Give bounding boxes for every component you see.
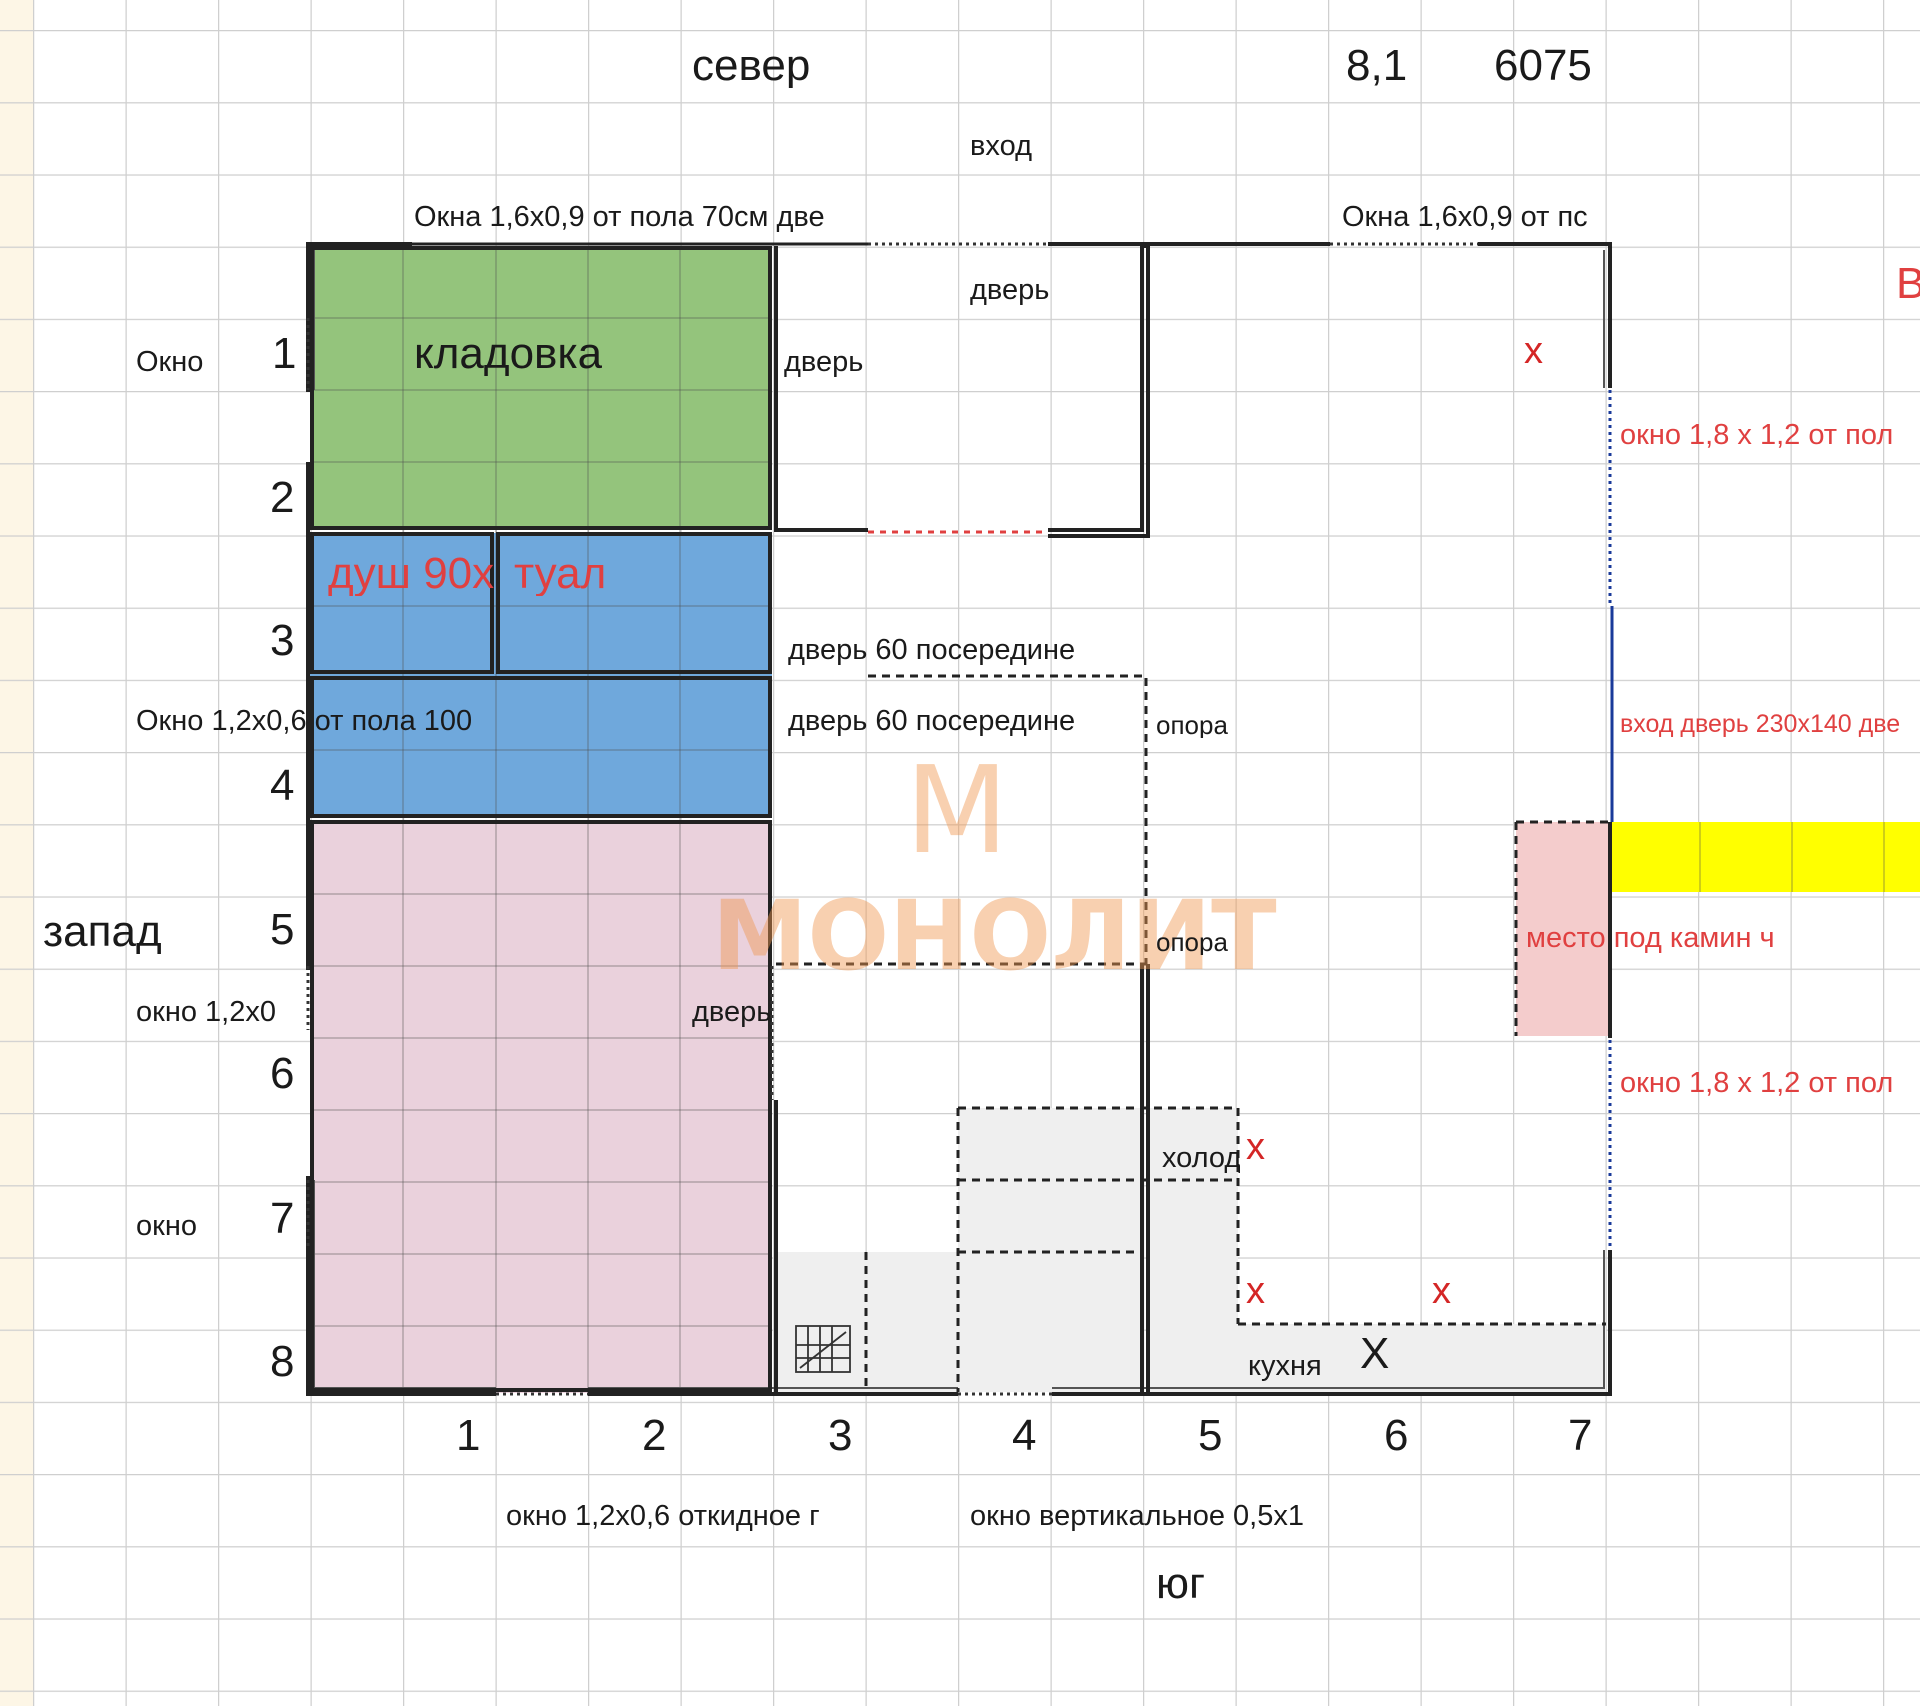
col-label-3: 3 — [828, 1414, 853, 1458]
dotted-openings — [306, 242, 1612, 1396]
col-label-7: 7 — [1568, 1414, 1593, 1458]
col-label-5: 5 — [1198, 1414, 1223, 1458]
support-label-1: опора — [1156, 712, 1228, 738]
window-east-1-label: окно 1,8 х 1,2 от пол — [1620, 421, 1894, 450]
stairs-icon — [795, 1325, 851, 1373]
bedroom-zone — [310, 822, 772, 1393]
window-south-2-label: окно вертикальное 0,5х1 — [970, 1502, 1304, 1531]
kitchen-zone-c — [1148, 1108, 1238, 1392]
window-west-6-label: окно 1,2х0 — [136, 998, 276, 1027]
room-toilet: туал — [514, 552, 607, 596]
window-south-1-label: окно 1,2х0,6 откидное г — [506, 1502, 820, 1531]
area-label: 6075 — [1494, 44, 1592, 88]
bathroom-zone — [310, 533, 772, 816]
cut-letter: В — [1896, 262, 1920, 306]
col-label-1: 1 — [456, 1414, 481, 1458]
row-label-3: 3 — [270, 619, 295, 663]
x-mark: х — [1432, 1272, 1451, 1310]
row-label-7: 7 — [270, 1197, 295, 1241]
x-mark-large: Х — [1360, 1332, 1390, 1376]
interior-walls — [310, 244, 1150, 1392]
fireplace-label: место под камин ч — [1526, 924, 1775, 953]
col-label-6: 6 — [1384, 1414, 1409, 1458]
col-label-2: 2 — [642, 1414, 667, 1458]
north-label: север — [692, 44, 811, 88]
outer-walls — [306, 242, 1612, 1396]
row-label-8: 8 — [270, 1340, 295, 1384]
dashed-partitions — [776, 674, 1610, 1392]
entrance-label: вход — [970, 132, 1032, 161]
yellow-bar — [1610, 822, 1920, 892]
kitchen-zone-d — [1238, 1324, 1606, 1392]
door-top-label: дверь — [970, 276, 1050, 305]
windows-north-left-label: Окна 1,6х0,9 от пола 70см две — [414, 203, 825, 232]
x-mark: х — [1246, 1272, 1265, 1310]
room-kitchen: кухня — [1248, 1352, 1322, 1381]
width-label: 8,1 — [1346, 44, 1408, 88]
room-shower: душ 90х — [328, 552, 494, 596]
row-label-5: 5 — [270, 908, 295, 952]
room-storage: кладовка — [414, 332, 603, 376]
col-label-4: 4 — [1012, 1414, 1037, 1458]
fireplace-zone — [1516, 822, 1608, 1036]
door-60-label-1: дверь 60 посередине — [788, 636, 1076, 665]
south-label: юг — [1156, 1562, 1206, 1606]
door-60-label-2: дверь 60 посередине — [788, 707, 1076, 736]
room-fridge: холод — [1162, 1144, 1240, 1173]
door-left-label: дверь — [784, 348, 864, 377]
window-west-1-label: Окно — [136, 348, 204, 377]
x-mark: х — [1246, 1128, 1265, 1166]
windows-north-right-label: Окна 1,6х0,9 от пс — [1342, 203, 1588, 232]
row-label-1: 1 — [272, 332, 297, 376]
row-label-2: 2 — [270, 476, 295, 520]
window-east-2-label: окно 1,8 х 1,2 от пол — [1620, 1069, 1894, 1098]
storage-zone — [310, 246, 772, 528]
entrance-door-east-label: вход дверь 230х140 две — [1620, 712, 1901, 737]
door-room-label: дверь — [692, 998, 772, 1027]
watermark-name: МОНОЛИТ — [712, 880, 1277, 992]
watermark-logo: М — [905, 742, 1009, 881]
row-label-6: 6 — [270, 1052, 295, 1096]
west-label: запад — [43, 910, 162, 954]
x-mark: х — [1524, 332, 1543, 370]
support-label-2: опора — [1156, 929, 1228, 955]
window-west-7-label: окно — [136, 1212, 197, 1241]
row-label-4: 4 — [270, 764, 295, 808]
window-west-4-label: Окно 1,2х0,6 от пола 100 — [136, 707, 473, 736]
